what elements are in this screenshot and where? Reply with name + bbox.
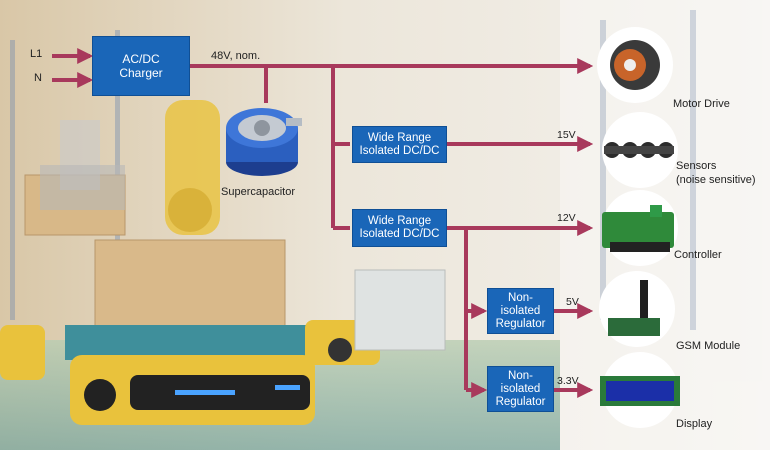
voltage-12v-label: 12V <box>557 212 576 224</box>
input-l1-label: L1 <box>30 48 43 60</box>
reg1-line2: isolated <box>500 304 541 317</box>
dcdc2-line2: Isolated DC/DC <box>359 228 440 240</box>
reg2-line3: Regulator <box>495 395 546 408</box>
motor-drive-image <box>597 27 673 103</box>
dcdc-block-1: Wide Range Isolated DC/DC <box>352 126 447 163</box>
dcdc1-line1: Wide Range <box>367 131 432 144</box>
sensors-sub-label: (noise sensitive) <box>676 174 756 186</box>
display-image <box>600 352 680 428</box>
reg1-line1: Non- <box>508 291 533 304</box>
reg1-line3: Regulator <box>495 317 546 330</box>
supercapacitor-icon <box>226 108 302 176</box>
supercapacitor-label: Supercapacitor <box>221 186 295 198</box>
sensors-label: Sensors <box>676 160 717 172</box>
dcdc2-line1: Wide Range <box>367 215 432 227</box>
regulator-block-2: Non- isolated Regulator <box>487 366 554 412</box>
power-lines <box>52 48 594 398</box>
voltage-3v3-label: 3.3V <box>557 375 579 387</box>
dcdc-block-2: Wide Range Isolated DC/DC <box>352 209 447 247</box>
charger-line1: AC/DC <box>122 52 160 66</box>
motor-drive-label: Motor Drive <box>673 98 730 110</box>
controller-image <box>602 190 678 266</box>
dcdc1-line2: Isolated DC/DC <box>359 144 440 157</box>
charger-line2: Charger <box>119 66 163 80</box>
reg2-line1: Non- <box>508 369 533 382</box>
display-label: Display <box>676 418 713 430</box>
reg2-line2: isolated <box>500 382 541 395</box>
regulator-block-1: Non- isolated Regulator <box>487 288 554 334</box>
sensors-image <box>602 112 678 188</box>
ac-dc-charger-block: AC/DC Charger <box>92 36 190 96</box>
input-n-label: N <box>34 72 42 84</box>
bus-48v-label: 48V, nom. <box>211 50 261 62</box>
gsm-module-image <box>599 271 675 347</box>
voltage-15v-label: 15V <box>557 129 576 141</box>
controller-label: Controller <box>674 249 722 261</box>
voltage-5v-label: 5V <box>566 296 579 308</box>
gsm-module-label: GSM Module <box>676 340 741 352</box>
robot-illustration <box>0 100 446 425</box>
